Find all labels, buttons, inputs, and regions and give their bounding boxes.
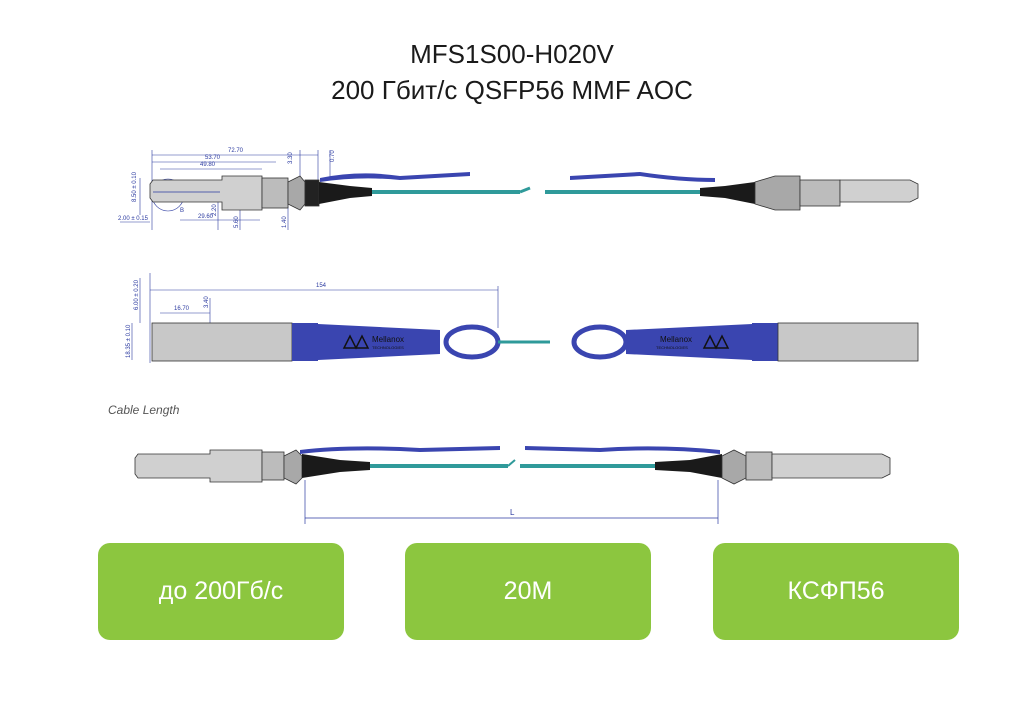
dim-0-70: 0.70 bbox=[330, 150, 336, 162]
cable-length-drawing: L bbox=[134, 446, 891, 524]
length-badge: 20М bbox=[405, 543, 651, 640]
mellanox-logo-icon bbox=[342, 334, 370, 350]
brand-logo-left: Mellanox bbox=[372, 335, 404, 344]
brand-logo-right: Mellanox bbox=[660, 335, 692, 344]
detail-b-label: B bbox=[180, 208, 184, 214]
dim-2-20: 2.20 bbox=[212, 204, 218, 216]
dim-1-40: 1.40 bbox=[282, 216, 288, 228]
dim-3-30: 3.30 bbox=[288, 152, 294, 164]
dim-49-80: 49.80 bbox=[200, 162, 216, 168]
side-view-drawing: 154 16.70 3.40 6.00 ± 0.20 18.35 ± 0.10 … bbox=[126, 273, 919, 363]
dim-53-70: 53.70 bbox=[205, 155, 221, 161]
dim-6-00: 6.00 ± 0.20 bbox=[134, 279, 140, 310]
dim-8-50: 8.50 ± 0.10 bbox=[132, 171, 138, 202]
dim-3-40: 3.40 bbox=[204, 296, 210, 308]
dim-2-00: 2.00 ± 0.15 bbox=[118, 216, 149, 222]
product-model-title: MFS1S00-H020V bbox=[410, 39, 614, 69]
mellanox-logo-icon-right bbox=[702, 334, 730, 350]
dim-72-70: 72.70 bbox=[228, 148, 244, 154]
dim-154: 154 bbox=[316, 283, 327, 289]
brand-tagline-right: TECHNOLOGIES bbox=[656, 345, 688, 350]
dim-18-35: 18.35 ± 0.10 bbox=[126, 324, 132, 358]
brand-tagline-left: TECHNOLOGIES bbox=[372, 345, 404, 350]
dim-29-60: 29.60 bbox=[198, 214, 214, 220]
product-description-title: 200 Гбит/с QSFP56 MMF AOC bbox=[331, 75, 693, 105]
dim-16-70: 16.70 bbox=[174, 306, 190, 312]
dim-5-60: 5.60 bbox=[234, 216, 240, 228]
form-factor-badge: КСФП56 bbox=[713, 543, 959, 640]
speed-badge: до 200Гб/с bbox=[98, 543, 344, 640]
cable-length-label: L bbox=[510, 508, 515, 517]
top-view-drawing: 72.70 53.70 49.80 3.30 0.70 29.60 2.20 5… bbox=[118, 148, 919, 230]
cable-length-caption: Cable Length bbox=[108, 403, 180, 417]
